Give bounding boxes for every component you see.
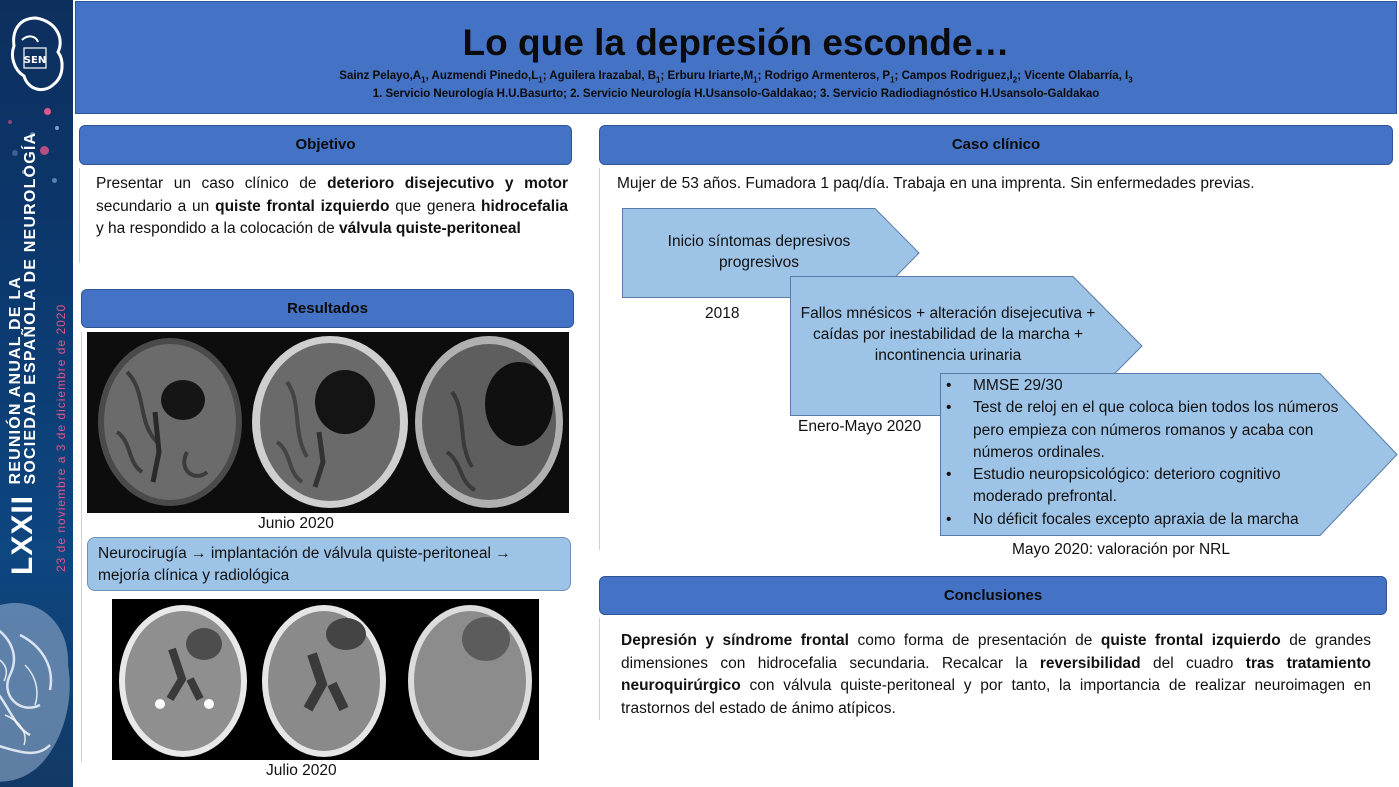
author-affiliation-number: 1	[753, 75, 758, 85]
affiliations: 1. Servicio Neurología H.U.Basurto; 2. S…	[372, 88, 1100, 101]
author-name: Auzmendi Pinedo,L	[431, 70, 539, 82]
conference-line-1: REUNIÓN ANUAL DE LA	[7, 275, 24, 485]
author-affiliation-number: 1	[890, 75, 895, 85]
author-affiliation-number: 1	[656, 75, 661, 85]
author-name: Sainz Pelayo,A	[339, 70, 422, 82]
author-affiliation-number: 2	[1012, 75, 1018, 85]
ct-images-july	[112, 599, 539, 760]
section-header-caso-clinico: Caso clínico	[599, 125, 1393, 165]
divider-line	[81, 332, 82, 762]
divider-line	[599, 618, 600, 720]
conference-name: LXXII REUNIÓN ANUAL DE LA SOCIEDAD ESPAÑ…	[6, 132, 40, 575]
step-3-bullets: MMSE 29/30 Test de reloj en el que coloc…	[940, 375, 1350, 531]
author-name: Vicente Olabarría, I	[1024, 70, 1129, 82]
section-header-resultados: Resultados	[81, 289, 574, 328]
timeline-step-3: MMSE 29/30 Test de reloj en el que coloc…	[940, 373, 1398, 536]
poster-header: Lo que la depresión esconde… Sainz Pelay…	[75, 1, 1397, 114]
author-name: Aguilera Irazabal, B	[549, 70, 657, 82]
caption-june-2020: Junio 2020	[258, 515, 334, 532]
author-separator: ;	[1017, 70, 1025, 82]
edition-number: LXXII	[6, 494, 39, 575]
section-header-conclusiones: Conclusiones	[599, 576, 1387, 615]
bullet-item: Test de reloj en el que coloca bien todo…	[940, 397, 1350, 464]
conference-sidebar: SEN LXXII REUNIÓN ANUAL DE LA SOCIEDAD E…	[0, 0, 73, 787]
neurocirugia-box: Neurocirugía → implantación de válvula q…	[87, 537, 571, 591]
author-name: Erburu Iriarte,M	[667, 70, 754, 82]
divider-line	[599, 168, 600, 550]
divider-line	[79, 168, 80, 263]
objetivo-text: Presentar un caso clínico de deterioro d…	[96, 175, 569, 237]
section-header-objetivo: Objetivo	[79, 125, 572, 165]
author-affiliation-number: 3	[1128, 75, 1133, 85]
conference-line-2: SOCIEDAD ESPAÑOLA DE NEUROLOGÍA	[22, 131, 39, 485]
caso-intro: Mujer de 53 años. Fumadora 1 paq/día. Tr…	[617, 175, 1255, 192]
author-affiliation-number: 1	[538, 75, 543, 85]
conclusiones-text: Depresión y síndrome frontal como forma …	[621, 632, 1371, 717]
author-separator: ;	[542, 70, 550, 82]
caption-july-2020: Julio 2020	[266, 762, 337, 779]
author-separator: ;	[660, 70, 668, 82]
author-separator: ;	[757, 70, 765, 82]
poster-title: Lo que la depresión esconde…	[462, 22, 1010, 63]
step-2-date: Enero-Mayo 2020	[798, 418, 922, 435]
author-list: Sainz Pelayo,A1, Auzmendi Pinedo,L1; Agu…	[76, 69, 1396, 87]
mri-images-june	[87, 332, 569, 513]
bullet-item: MMSE 29/30	[940, 375, 1350, 398]
author-name: Campos Rodriguez,I	[901, 70, 1013, 82]
author-separator: ;	[894, 70, 902, 82]
bullet-item: Estudio neuropsicológico: deterioro cogn…	[940, 464, 1350, 509]
step-1-text: Inicio síntomas depresivos progresivos	[667, 233, 851, 271]
step-3-date: Mayo 2020: valoración por NRL	[1012, 541, 1230, 558]
logo-text: SEN	[24, 55, 46, 66]
sen-logo-icon: SEN	[10, 16, 64, 92]
brain-illustration-icon	[0, 603, 70, 782]
bullet-item: No déficit focales excepto apraxia de la…	[940, 509, 1350, 532]
author-name: Rodrigo Armenteros, P	[764, 70, 891, 82]
step-1-date: 2018	[705, 305, 740, 322]
timeline-step-1: Inicio síntomas depresivos progresivos	[622, 208, 920, 298]
author-affiliation-number: 1	[421, 75, 426, 85]
conference-dates: 23 de noviembre a 3 de diciembre de 2020	[54, 303, 68, 572]
step-2-text: Fallos mnésicos + alteración disejecutiv…	[800, 305, 1096, 364]
author-separator: ,	[425, 70, 432, 82]
